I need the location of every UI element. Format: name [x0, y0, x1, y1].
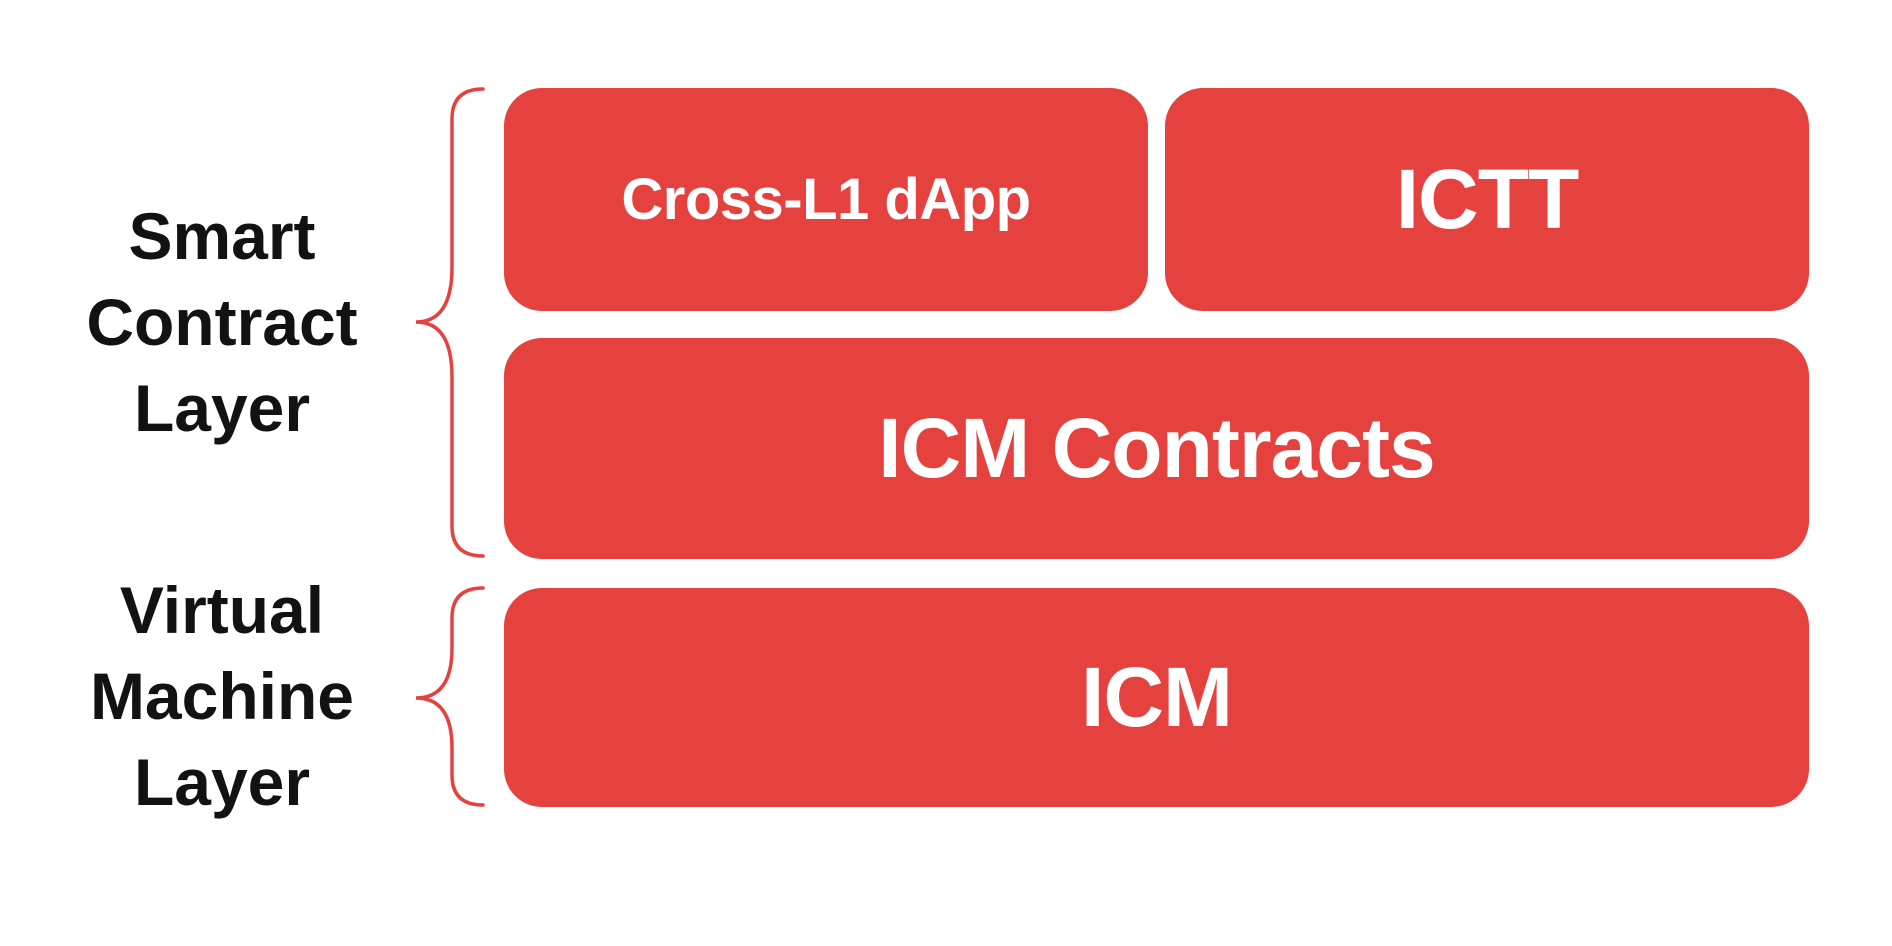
layer-label-line: Contract: [86, 285, 358, 359]
box-ictt: ICTT: [1165, 88, 1809, 311]
box-label: Cross-L1 dApp: [621, 167, 1031, 232]
curly-brace-smart-contract: [415, 87, 485, 558]
box-icm-contracts: ICM Contracts: [504, 338, 1809, 559]
box-label: ICTT: [1395, 152, 1580, 246]
box-label: ICM Contracts: [878, 401, 1435, 495]
box-cross-l1-dapp: Cross-L1 dApp: [504, 88, 1148, 311]
box-icm: ICM: [504, 588, 1809, 807]
layer-label-line: Layer: [133, 745, 311, 819]
layer-label-line: Layer: [133, 371, 311, 445]
box-label: ICM: [1081, 650, 1233, 744]
curly-brace-virtual-machine: [415, 586, 485, 807]
layer-label-line: Virtual: [119, 573, 325, 647]
layer-label-line: Machine: [89, 659, 355, 733]
virtual-machine-layer-label: Virtual Machine Layer: [20, 567, 424, 825]
layer-label-line: Smart: [128, 199, 316, 273]
smart-contract-layer-label: Smart Contract Layer: [20, 193, 424, 451]
